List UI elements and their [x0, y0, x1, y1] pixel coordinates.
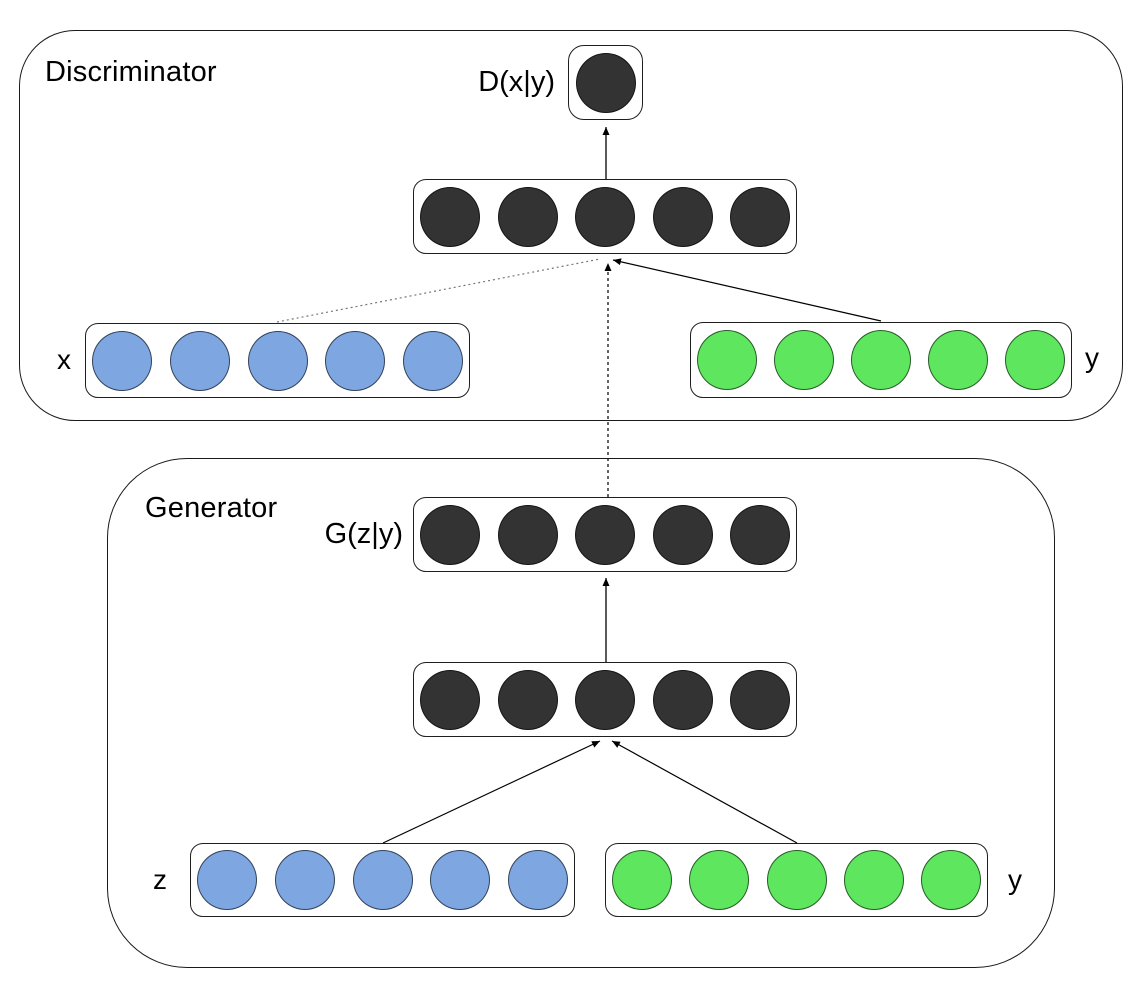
neuron-node [352, 850, 413, 910]
disc-input-y-label: y [1085, 342, 1099, 373]
neuron-node [697, 330, 757, 390]
neuron-node [612, 850, 672, 910]
gen-input-y-label: y [1008, 864, 1022, 895]
disc-input-y-layer [690, 322, 1072, 398]
neuron-node [420, 504, 480, 565]
neuron-node [497, 669, 558, 730]
gen-hidden-layer [413, 662, 797, 737]
neuron-node [652, 504, 713, 565]
neuron-node [575, 52, 636, 113]
neuron-node [843, 850, 904, 910]
neuron-node [197, 850, 257, 910]
generator-label: Generator [145, 492, 278, 524]
neuron-node [430, 850, 491, 910]
neuron-node [766, 850, 827, 910]
disc-hidden-layer [413, 179, 797, 254]
discriminator-label: Discriminator [45, 56, 217, 88]
neuron-node [689, 850, 750, 910]
neuron-node [169, 330, 230, 391]
neuron-node [730, 669, 790, 730]
neuron-node [928, 330, 988, 390]
neuron-node [851, 330, 911, 390]
gen-input-y-layer [605, 843, 988, 917]
neuron-node [274, 850, 335, 910]
neuron-node [652, 186, 713, 247]
neuron-node [508, 850, 568, 910]
neuron-node [921, 850, 981, 910]
gen-input-z-layer [190, 843, 575, 917]
neuron-node [774, 330, 834, 390]
discriminator-box [19, 30, 1123, 421]
neuron-node [420, 669, 480, 730]
discriminator-output-label: D(x|y) [478, 66, 555, 98]
gen-output-layer [413, 497, 797, 572]
neuron-node [575, 186, 635, 247]
neuron-node [92, 330, 152, 391]
disc-input-x-label: x [57, 344, 71, 375]
generator-output-label: G(z|y) [324, 518, 403, 550]
neuron-node [497, 186, 558, 247]
disc-input-x-layer [85, 323, 470, 398]
neuron-node [652, 669, 713, 730]
disc-output-layer [568, 45, 643, 120]
gen-input-z-label: z [153, 864, 167, 895]
neuron-node [575, 669, 635, 730]
neuron-node [730, 504, 790, 565]
neuron-node [325, 330, 386, 391]
neuron-node [575, 504, 635, 565]
generator-box [107, 458, 1055, 968]
neuron-node [497, 504, 558, 565]
neuron-node [1005, 330, 1065, 390]
neuron-node [403, 330, 463, 391]
neuron-node [730, 186, 790, 247]
neuron-node [420, 186, 480, 247]
neuron-node [247, 330, 308, 391]
